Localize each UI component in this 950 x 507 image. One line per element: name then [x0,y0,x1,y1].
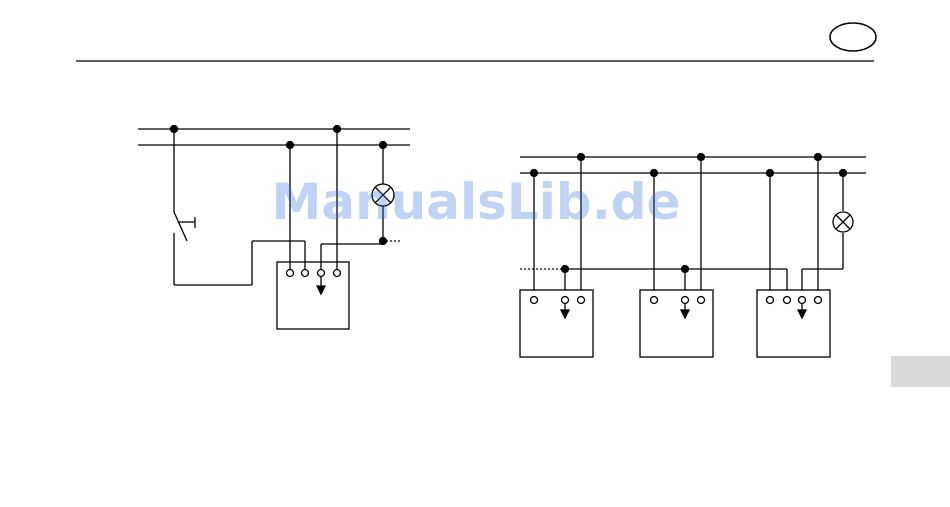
page-header [76,23,876,61]
lamp-icon [833,212,853,232]
impulse-relay-box [277,262,349,329]
relay-terminal [784,297,791,304]
relay-terminal [815,297,822,304]
relay-terminal [302,270,309,277]
language-badge [830,23,876,51]
relay-terminal [562,297,569,304]
relay-terminal [767,297,774,304]
relay-terminal [318,270,325,277]
watermark: ManualsLib.de [272,173,681,231]
relay-terminal [698,297,705,304]
relay-terminal [682,297,689,304]
relay-terminal [651,297,658,304]
relay-terminal [287,270,294,277]
relay-box-3 [757,290,830,357]
relay-terminal [799,297,806,304]
relay-terminal [531,297,538,304]
relay-terminal [334,270,341,277]
relay-box-1 [520,290,593,357]
relay-box-2 [640,290,713,357]
relay-terminal [578,297,585,304]
side-tab [891,356,950,387]
